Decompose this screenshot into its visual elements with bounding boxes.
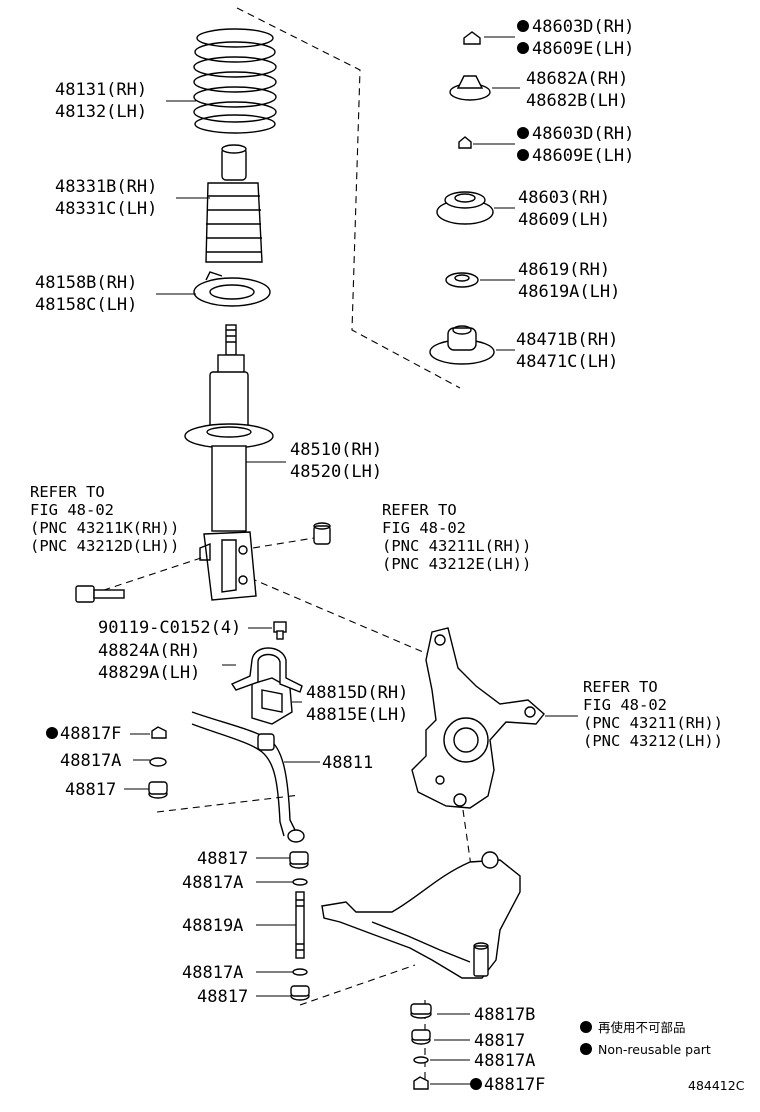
bearing-label-rh: 48682A(RH) [526,69,628,89]
legend-jp: 再使用不可部品 [598,1020,686,1035]
top-nut-1 [463,31,481,45]
bushing-label-lh: 48815E(LH) [306,705,408,725]
strut-nut [313,522,331,545]
link-center-label-3: 48819A [182,916,243,936]
stabilizer-bracket [230,647,303,693]
bracket-bolt [273,621,287,640]
bumper-label-rh: 48331B(RH) [55,177,157,197]
bushing-label-rh: 48815D(RH) [306,683,408,703]
legend-en: Non-reusable part [598,1042,711,1057]
bearing-label-lh: 48682B(LH) [526,91,628,111]
nut1-label-rh: 48603D(RH) [532,17,634,37]
strut-label-rh: 48510(RH) [290,440,382,460]
insulator-label-lh: 48158C(LH) [35,295,137,315]
link-left-label-2: 48817A [60,751,121,771]
lower-control-arm [321,851,521,979]
spring-label-lh: 48132(LH) [55,102,147,122]
legend: 再使用不可部品 Non-reusable part [580,1020,711,1057]
mount-label-rh: 48471B(RH) [516,330,618,350]
support [436,191,494,225]
washer-label-lh: 48619A(LH) [518,282,620,302]
strut-bolt [75,585,125,603]
link-bottom-parts [410,1003,432,1090]
link-center-label-4: 48817A [182,963,243,983]
labels: 48131(RH) 48132(LH) 48331B(RH) 48331C(LH… [30,17,723,1095]
insulator-label-rh: 48158B(RH) [35,273,137,293]
link-left-label-3: 48817 [65,780,116,800]
stabilizer-bar [191,711,305,843]
leader-lines [124,36,578,1085]
link-center-label-5: 48817 [197,987,248,1007]
nut2-label-rh: 48603D(RH) [532,124,634,144]
washer-label-rh: 48619(RH) [518,260,610,280]
top-nut-2 [458,136,472,149]
strut-label-lh: 48520(LH) [290,462,382,482]
link-bottom-label-3: 48817A [474,1051,535,1071]
link-left-label-1: 48817F [60,724,121,744]
link-left-parts [148,726,168,799]
bolt-label: 90119-C0152(4) [98,618,241,638]
bearing [449,75,491,101]
link-center-label-1: 48817 [197,849,248,869]
refer-left-4: (PNC 43212D(LH)) [30,537,179,555]
refer-right-3: (PNC 43211L(RH)) [382,537,531,555]
bracket-label-lh: 48829A(LH) [98,663,200,683]
diagram-code: 484412C [688,1078,745,1093]
link-bottom-label-2: 48817 [474,1031,525,1051]
stab-bar-label: 48811 [322,753,373,773]
mount-label-lh: 48471C(LH) [516,352,618,372]
nut1-label-lh: 48609E(LH) [532,39,634,59]
refer-knuckle-4: (PNC 43212(LH)) [583,732,723,750]
bracket-label-rh: 48824A(RH) [98,641,200,661]
refer-knuckle-3: (PNC 43211(RH)) [583,714,723,732]
nut2-label-lh: 48609E(LH) [532,146,634,166]
strut-mount [429,325,495,365]
refer-left-2: FIG 48-02 [30,501,114,519]
support-label-lh: 48609(LH) [518,210,610,230]
non-reusable-markers [46,20,529,1090]
refer-knuckle-1: REFER TO [583,678,658,696]
stabilizer-bushing [251,677,293,725]
stabilizer-link [289,851,310,1001]
link-center-label-2: 48817A [182,873,243,893]
spring-insulator [193,271,271,307]
refer-left-3: (PNC 43211K(RH)) [30,519,179,537]
refer-right-4: (PNC 43212E(LH)) [382,555,531,573]
link-bottom-label-1: 48817B [474,1005,535,1025]
refer-left-1: REFER TO [30,483,105,501]
bumper-label-lh: 48331C(LH) [55,199,157,219]
refer-right-2: FIG 48-02 [382,519,466,537]
refer-right-1: REFER TO [382,501,457,519]
spring-label-rh: 48131(RH) [55,80,147,100]
washer [445,272,479,288]
support-label-rh: 48603(RH) [518,188,610,208]
coil-spring [193,28,277,134]
link-bottom-label-4: 48817F [484,1075,545,1095]
bump-stop [205,144,263,263]
steering-knuckle [411,627,545,809]
refer-knuckle-2: FIG 48-02 [583,696,667,714]
strut-assembly [184,324,274,601]
